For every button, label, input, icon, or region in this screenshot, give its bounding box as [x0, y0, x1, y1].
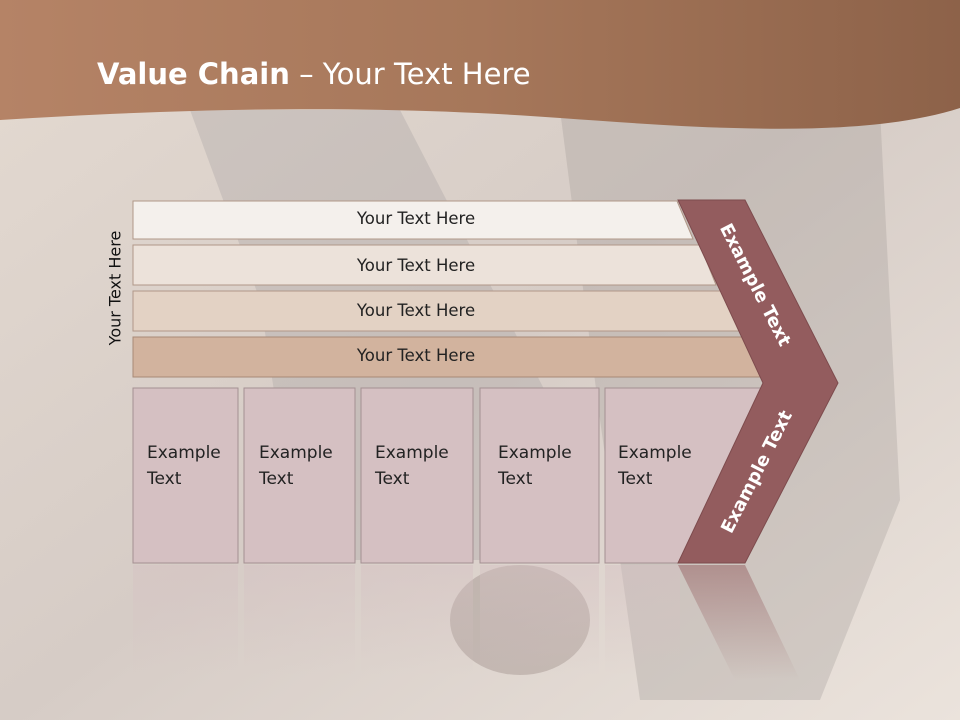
chevron-margin — [677, 199, 839, 564]
column-box-3 — [360, 387, 474, 564]
column-box-1 — [132, 387, 239, 564]
row-label-3: Your Text Here — [356, 301, 476, 320]
column-box-4 — [479, 387, 600, 564]
row-label-1: Your Text Here — [356, 209, 476, 228]
column-box-2 — [243, 387, 356, 564]
slide-title: Value Chain – Your Text Here — [97, 52, 531, 96]
row-label-4: Your Text Here — [356, 346, 476, 365]
header-band — [0, 0, 960, 129]
title-rest: – Your Text Here — [289, 57, 531, 91]
row-label-2: Your Text Here — [356, 256, 476, 275]
row-bar-2 — [132, 244, 717, 286]
title-bold: Value Chain — [97, 57, 290, 91]
row-bar-1 — [132, 200, 694, 240]
